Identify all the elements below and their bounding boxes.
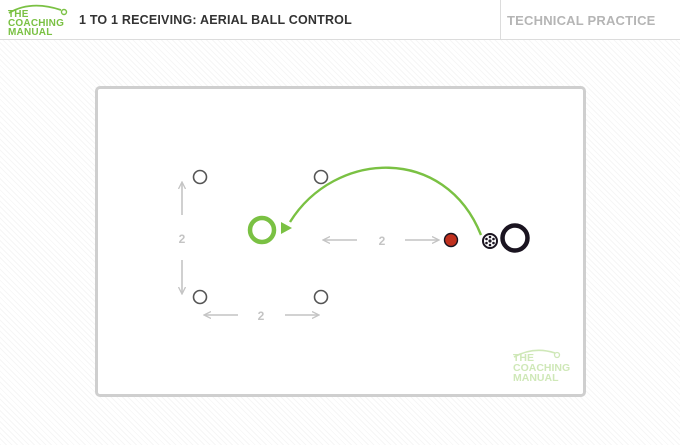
logo-swoosh-icon xyxy=(8,4,68,16)
receiver-facing-arrow xyxy=(281,222,292,234)
drill-title: 1 TO 1 RECEIVING: AERIAL BALL CONTROL xyxy=(79,13,352,27)
measure-pass-label: 2 xyxy=(379,234,386,248)
header-bar: THE COACHING MANUAL 1 TO 1 RECEIVING: AE… xyxy=(0,0,680,40)
watermark-word-3: MANUAL xyxy=(513,372,559,384)
cone-bottom-left xyxy=(192,289,208,305)
measure-vertical-label: 2 xyxy=(179,232,186,246)
receiver-player[interactable] xyxy=(247,215,277,245)
watermark-swoosh-icon xyxy=(513,349,561,359)
cone-top-right xyxy=(313,169,329,185)
target-dot xyxy=(443,232,459,248)
logo-word-2: COACHING xyxy=(8,18,65,29)
cone-top-left xyxy=(192,169,208,185)
cone-bottom-right xyxy=(313,289,329,305)
logo-word-3: MANUAL xyxy=(8,27,53,38)
aerial-pass-arc xyxy=(288,166,483,236)
brand-logo[interactable]: THE COACHING MANUAL xyxy=(6,4,78,38)
watermark-logo: THE COACHING MANUAL xyxy=(510,347,582,387)
server-player[interactable] xyxy=(500,223,530,253)
category-label[interactable]: TECHNICAL PRACTICE xyxy=(507,13,656,28)
logo-word-1: THE xyxy=(8,9,29,20)
header-divider xyxy=(500,0,501,40)
watermark-word-1: THE xyxy=(513,352,534,364)
ball-icon xyxy=(482,233,498,249)
watermark-word-2: COACHING xyxy=(513,362,571,374)
measure-horizontal-label: 2 xyxy=(258,309,265,323)
